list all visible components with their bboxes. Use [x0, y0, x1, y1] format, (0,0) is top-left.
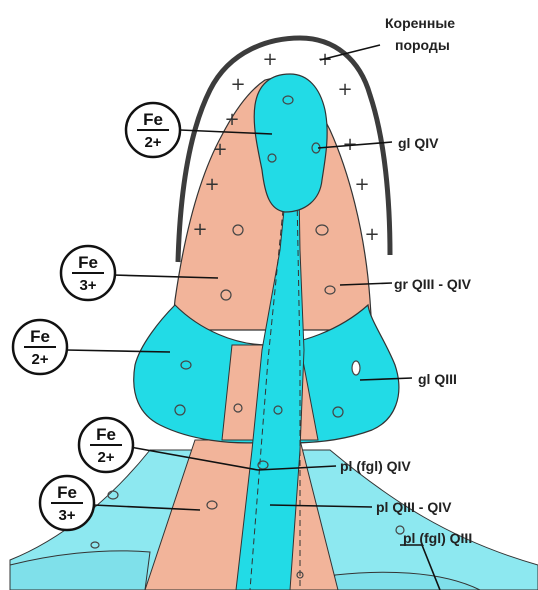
fe-badge-4: Fe 2+: [79, 418, 133, 472]
svg-text:+: +: [262, 49, 277, 70]
svg-text:+: +: [212, 139, 227, 160]
fe-badge-4-symbol: Fe: [96, 425, 116, 444]
bedrock-label-line1: Коренные: [385, 15, 455, 31]
svg-text:+: +: [192, 219, 207, 240]
fe-badge-5: Fe 3+: [40, 476, 94, 530]
label-gr-qiii-qiv: gr QIII - QIV: [394, 276, 472, 292]
fe-badge-2: Fe 3+: [61, 246, 115, 300]
fe-badge-2-valence: 3+: [79, 277, 96, 294]
label-gl-qiv: gl QIV: [398, 135, 439, 151]
fe-badge-3-valence: 2+: [31, 351, 48, 368]
fe-badge-5-symbol: Fe: [57, 483, 77, 502]
svg-text:+: +: [337, 79, 352, 100]
label-pl-fgl-qiv: pl (fgl) QIV: [340, 458, 411, 474]
fe-badge-3: Fe 2+: [13, 320, 67, 374]
bedrock-label-line2: породы: [395, 37, 450, 53]
fe-badge-2-symbol: Fe: [78, 253, 98, 272]
fe-badge-1: Fe 2+: [126, 103, 180, 157]
fe-badge-5-valence: 3+: [58, 507, 75, 524]
fe-badge-1-valence: 2+: [144, 134, 161, 151]
svg-text:+: +: [204, 174, 219, 195]
svg-text:+: +: [354, 174, 369, 195]
svg-text:+: +: [224, 109, 239, 130]
label-pl-qiii-qiv: pl QIII - QIV: [376, 499, 452, 515]
svg-text:+: +: [230, 74, 245, 95]
label-gl-qiii: gl QIII: [418, 371, 457, 387]
label-pl-fgl-qiii: pl (fgl) QIII: [403, 530, 472, 546]
fe-badge-3-symbol: Fe: [30, 327, 50, 346]
svg-text:+: +: [364, 224, 379, 245]
fe-badge-4-valence: 2+: [97, 449, 114, 466]
fe-badge-1-symbol: Fe: [143, 110, 163, 129]
